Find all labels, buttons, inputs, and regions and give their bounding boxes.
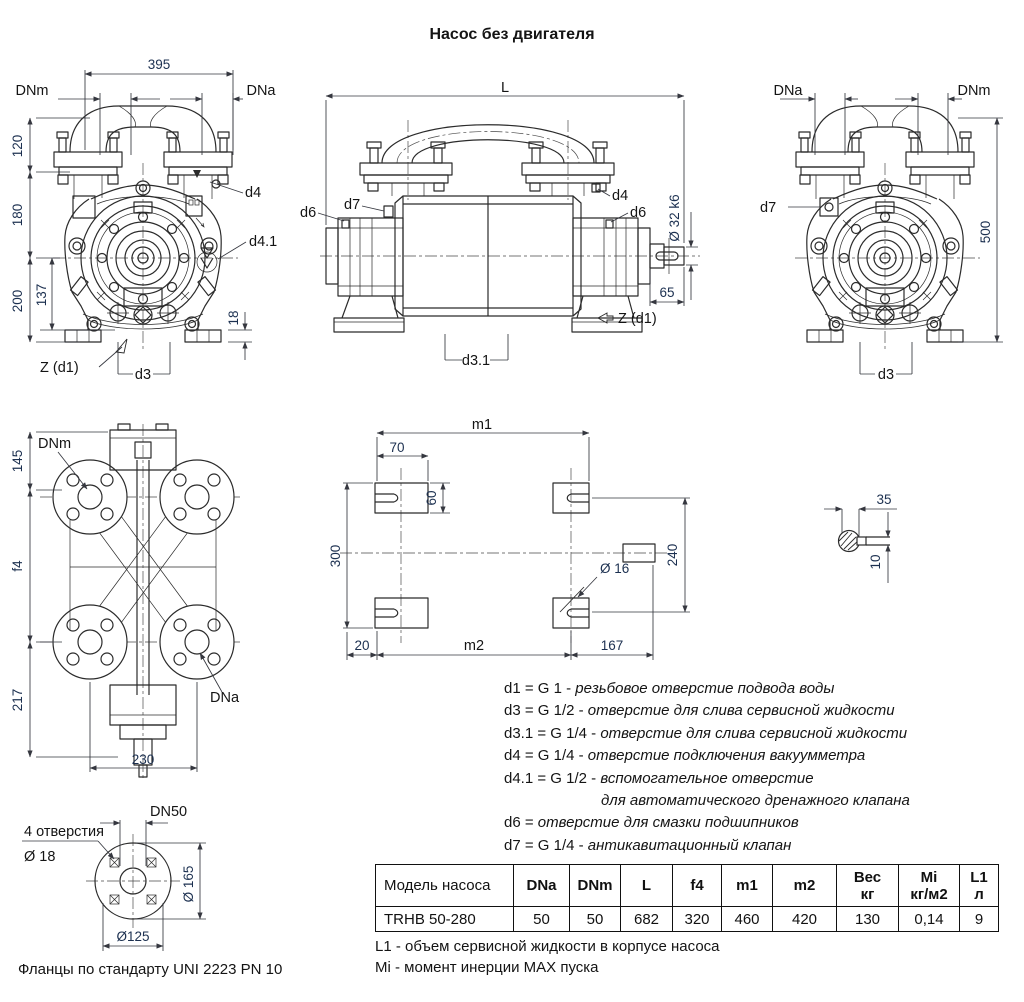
dim-shaft-dia: Ø 32 k6 bbox=[667, 194, 682, 241]
dim-f4: f4 bbox=[10, 560, 25, 572]
view-foundation-plan: m1 70 60 300 240 Ø 16 20 m2 167 bbox=[328, 417, 690, 660]
dim-dn50: DN50 bbox=[150, 804, 187, 820]
col-header-model: Модель насоса bbox=[375, 864, 514, 907]
cell-weight: 130 bbox=[836, 906, 899, 932]
col-header-mi: Mi кг/м2 bbox=[898, 864, 960, 907]
label-dnm: DNm bbox=[957, 83, 990, 99]
label-d3-1: d3.1 bbox=[462, 353, 490, 369]
label-d4: d4 bbox=[245, 185, 261, 201]
view-side: L Ø 32 k6 65 d6 d7 d4 d6 Z (d1) d3.1 bbox=[300, 80, 700, 369]
dim-hole-18: Ø 18 bbox=[24, 849, 55, 865]
legend-item: d7 = G 1/4 - антикавитационный клапан bbox=[504, 836, 792, 854]
label-d4: d4 bbox=[612, 188, 628, 204]
label-d6-left: d6 bbox=[300, 205, 316, 221]
label-d3: d3 bbox=[135, 367, 151, 383]
table-row: TRHB 50-280 50 50 682 320 460 420 130 0,… bbox=[375, 906, 999, 932]
dim-165: Ø 165 bbox=[181, 866, 196, 903]
flange-standard-note: Фланцы по стандарту UNI 2223 PN 10 bbox=[18, 961, 283, 978]
legend-item: d6 = отверстие для смазки подшипников bbox=[504, 814, 799, 832]
label-dna: DNa bbox=[246, 83, 276, 99]
drawing-title: Насос без двигателя bbox=[429, 26, 595, 43]
dim-395: 395 bbox=[148, 57, 171, 72]
spec-table: Модель насоса DNa DNm L f4 m1 m2 Вес кг … bbox=[375, 864, 999, 932]
footnotes: L1 - объем сервисной жидкости в корпусе … bbox=[375, 936, 720, 978]
label-d6-right: d6 bbox=[630, 205, 646, 221]
view-front-left: 395 DNm DNa 120 180 200 137 18 d4 d4.1 Z… bbox=[10, 57, 277, 383]
dim-167: 167 bbox=[601, 638, 624, 653]
dim-180: 180 bbox=[10, 204, 25, 227]
label-dnm: DNm bbox=[15, 83, 48, 99]
legend-item: d3.1 = G 1/4 - отверстие для слива серви… bbox=[504, 724, 908, 742]
dim-500: 500 bbox=[978, 221, 993, 244]
col-header-m2: m2 bbox=[772, 864, 837, 907]
cell-dna: 50 bbox=[513, 906, 570, 932]
dim-10: 10 bbox=[868, 554, 883, 569]
col-header-dna: DNa bbox=[513, 864, 570, 907]
legend-item: для автоматического дренажного клапана bbox=[601, 792, 910, 810]
label-z-d1: Z (d1) bbox=[618, 311, 657, 327]
col-header-f4: f4 bbox=[672, 864, 722, 907]
cell-L: 682 bbox=[620, 906, 673, 932]
view-key-detail: 35 10 bbox=[824, 492, 897, 583]
view-flange-detail: DN50 4 отверстия Ø 18 Ø 165 Ø125 bbox=[22, 804, 206, 951]
dim-240: 240 bbox=[665, 544, 680, 567]
label-d7: d7 bbox=[760, 200, 776, 216]
col-header-weight: Вес кг bbox=[836, 864, 899, 907]
dim-65: 65 bbox=[659, 285, 674, 300]
cell-dnm: 50 bbox=[569, 906, 621, 932]
cell-f4: 320 bbox=[672, 906, 722, 932]
legend-item: d3 = G 1/2 - отверстие для слива сервисн… bbox=[504, 702, 895, 720]
cell-l1: 9 bbox=[959, 906, 999, 932]
dim-145: 145 bbox=[10, 450, 25, 473]
col-header-dnm: DNm bbox=[569, 864, 621, 907]
dim-200: 200 bbox=[10, 290, 25, 313]
col-header-l1: L1 л bbox=[959, 864, 999, 907]
dim-70: 70 bbox=[389, 440, 404, 455]
legend-item: d4 = G 1/4 - отверстие подключения вакуу… bbox=[504, 747, 866, 765]
dim-m1: m1 bbox=[472, 417, 492, 433]
dim-L: L bbox=[501, 80, 509, 96]
dim-35: 35 bbox=[876, 492, 891, 507]
col-header-m1: m1 bbox=[721, 864, 773, 907]
dim-m2: m2 bbox=[464, 638, 484, 654]
footnote-mi: Mi - момент инерции MAX пуска bbox=[375, 959, 599, 976]
dim-125: Ø125 bbox=[116, 929, 149, 944]
cell-mi: 0,14 bbox=[898, 906, 960, 932]
dim-18: 18 bbox=[226, 310, 241, 325]
label-dna: DNa bbox=[210, 690, 240, 706]
view-top: 145 f4 217 230 DNm DNa bbox=[10, 423, 240, 778]
hole-legend: d1 = G 1 - резьбовое отверстие подвода в… bbox=[504, 678, 910, 857]
cell-m2: 420 bbox=[772, 906, 837, 932]
label-dna: DNa bbox=[773, 83, 803, 99]
label-d3: d3 bbox=[878, 367, 894, 383]
legend-item: d1 = G 1 - резьбовое отверстие подвода в… bbox=[504, 680, 835, 697]
label-z-d1: Z (d1) bbox=[40, 360, 79, 376]
label-d7: d7 bbox=[344, 197, 360, 213]
view-front-right: d7 DNa DNm 500 d3 bbox=[760, 83, 1003, 383]
dim-300: 300 bbox=[328, 545, 343, 568]
dim-20: 20 bbox=[354, 638, 369, 653]
footnote-l1: L1 - объем сервисной жидкости в корпусе … bbox=[375, 938, 720, 955]
dim-60: 60 bbox=[424, 490, 439, 505]
label-dnm: DNm bbox=[38, 436, 71, 452]
label-d4-1: d4.1 bbox=[249, 234, 277, 250]
label-4-holes: 4 отверстия bbox=[24, 824, 104, 840]
dim-hole-16: Ø 16 bbox=[600, 561, 629, 576]
legend-item: d4.1 = G 1/2 - вспомогательное отверстие bbox=[504, 769, 814, 787]
dim-230: 230 bbox=[132, 752, 155, 767]
dim-120: 120 bbox=[10, 135, 25, 158]
dim-137: 137 bbox=[34, 284, 49, 307]
dim-217: 217 bbox=[10, 689, 25, 712]
cell-model: TRHB 50-280 bbox=[375, 906, 514, 932]
col-header-L: L bbox=[620, 864, 673, 907]
cell-m1: 460 bbox=[721, 906, 773, 932]
